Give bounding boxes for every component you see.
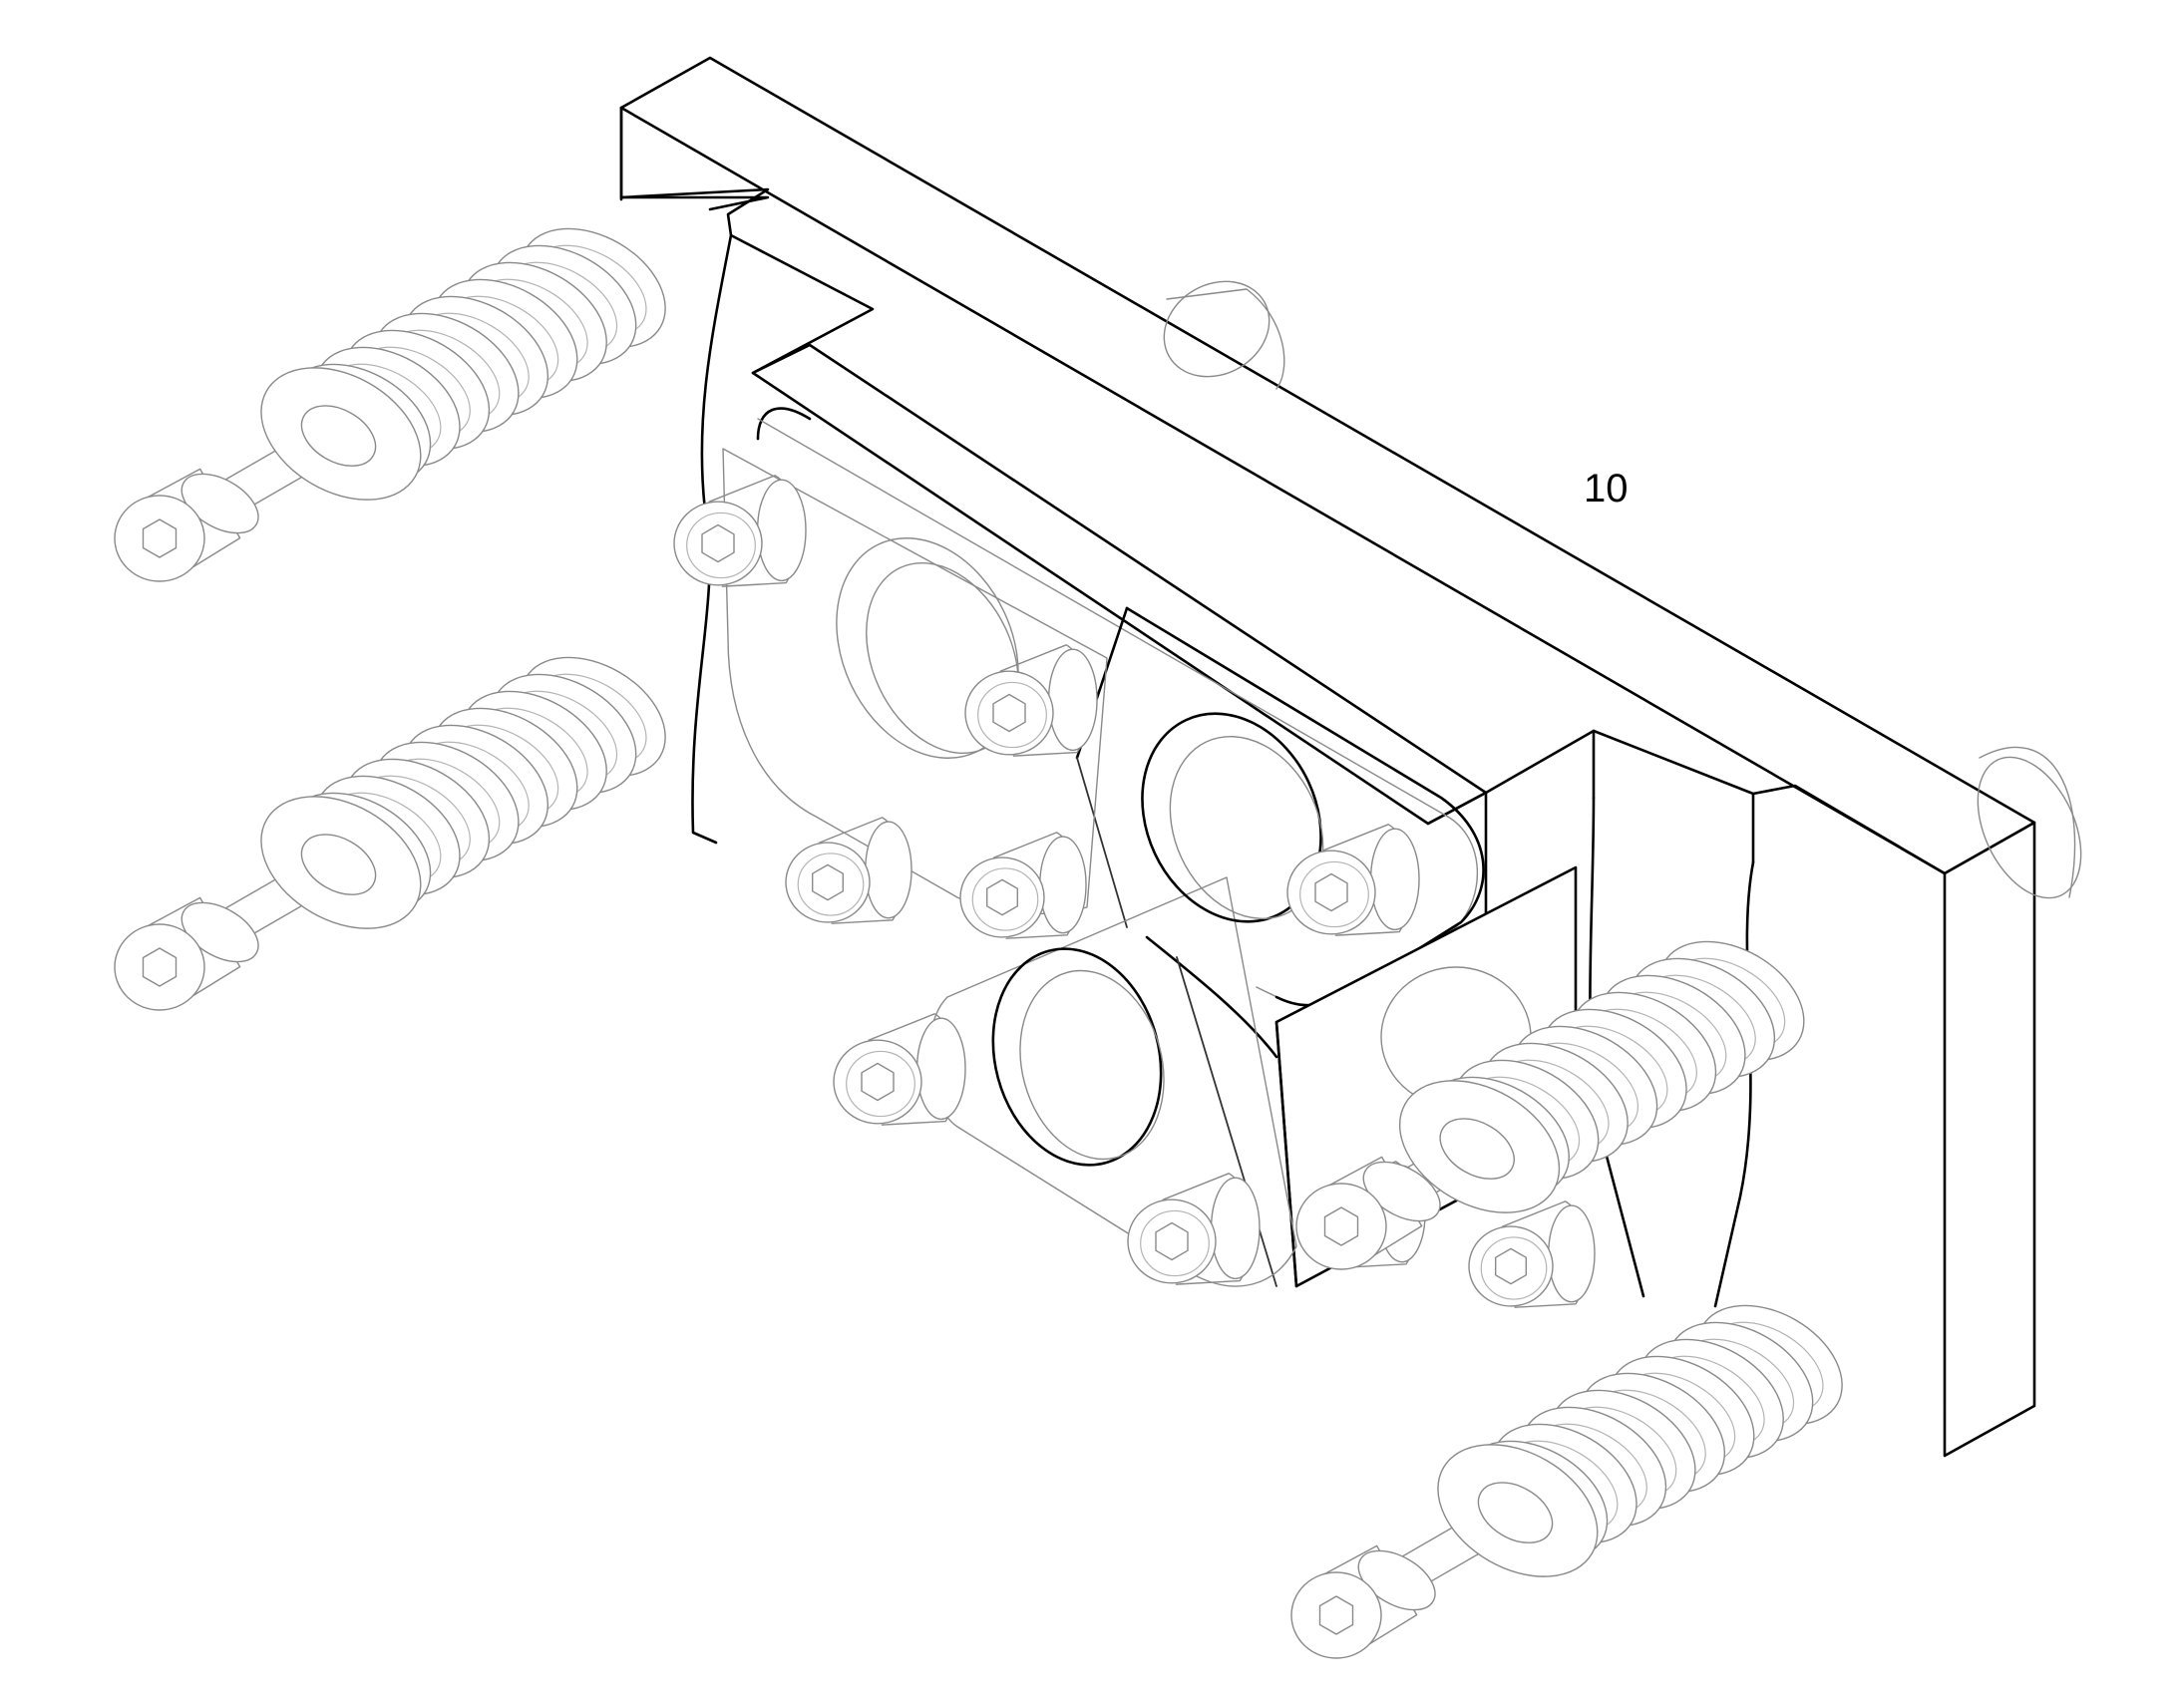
cap-screw-2 [964, 644, 1098, 757]
spring-assembly-2 [114, 656, 666, 1011]
spring-assembly-1 [114, 227, 666, 582]
cap-screw-9 [1468, 1200, 1596, 1308]
hex-socket-icon [142, 518, 178, 558]
hex-socket-icon [142, 947, 178, 987]
rear-stud-right [1977, 746, 2082, 899]
rear-stud-top [1163, 280, 1285, 390]
spring-assembly-3 [1295, 940, 1805, 1270]
hex-socket-icon [986, 878, 1018, 916]
hex-socket-icon [812, 863, 844, 901]
cap-screw-5 [959, 832, 1087, 939]
hex-socket-icon [1494, 1247, 1528, 1285]
hex-socket-icon [701, 523, 735, 563]
hex-socket-icon [861, 1062, 895, 1102]
hex-socket-icon [992, 693, 1026, 733]
reference-numeral-10: 10 [1584, 467, 1629, 511]
hex-socket-icon [1314, 872, 1348, 912]
hex-socket-icon [1155, 1221, 1189, 1261]
cap-screw-4 [785, 817, 912, 924]
cap-screws [673, 475, 1596, 1308]
cap-screw-7 [1127, 1173, 1261, 1285]
cap-screw-3 [1286, 824, 1420, 936]
spring-bolt-assemblies [114, 227, 1843, 1659]
hex-socket-icon [1318, 1595, 1354, 1635]
hex-socket-icon [1323, 1206, 1359, 1246]
spring-assembly-4 [1290, 1304, 1843, 1659]
cap-screw-6 [833, 1013, 966, 1126]
cap-screw-1 [673, 475, 807, 587]
